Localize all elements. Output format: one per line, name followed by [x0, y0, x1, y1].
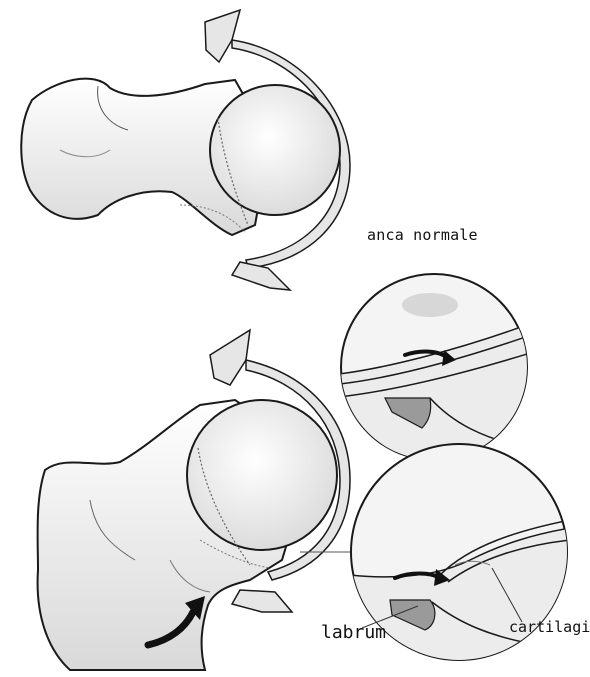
label-labrum: labrum: [321, 622, 386, 643]
zoom-normal-icon: [330, 274, 540, 470]
femur-bottom-icon: [38, 330, 352, 670]
femur-top-icon: [21, 10, 350, 290]
label-cartilage: cartilagin: [509, 618, 590, 636]
label-normal-hip: anca normale: [367, 226, 478, 244]
